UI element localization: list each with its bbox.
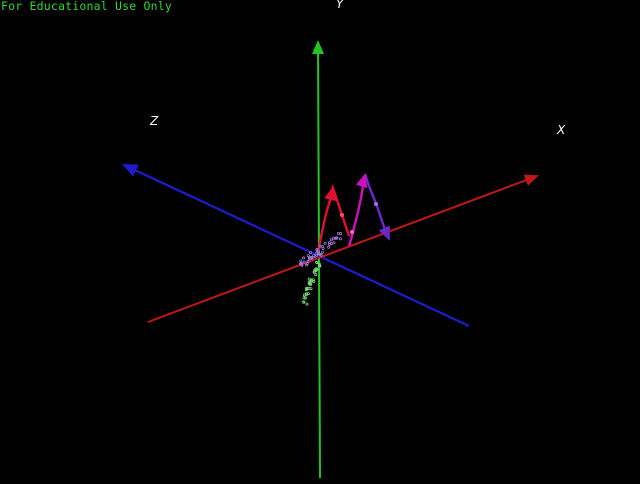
scatter-point: [299, 259, 303, 263]
curve-marker: [350, 230, 354, 234]
scatter-point: [312, 279, 316, 283]
z-axis-line: [122, 164, 470, 327]
scatter-point: [302, 300, 306, 304]
curve-marker: [340, 213, 344, 217]
y-axis-line: [312, 40, 325, 479]
scatter-point: [312, 270, 316, 274]
point-cluster: [298, 231, 343, 306]
scatter-point: [309, 287, 313, 291]
scatter-point: [307, 257, 311, 261]
scatter-point: [327, 242, 331, 246]
scatter-point: [301, 256, 305, 260]
scatter-point: [315, 261, 319, 265]
scatter-point: [330, 241, 334, 245]
scatter-point: [332, 236, 336, 240]
scatter-point: [310, 255, 314, 259]
scatter-point: [329, 238, 333, 242]
magenta-curve: [347, 175, 368, 247]
scatter-point: [305, 302, 309, 306]
scatter-point: [304, 263, 308, 267]
red-peak-curve: [316, 183, 351, 253]
scatter-point: [320, 250, 324, 254]
scatter-point: [303, 296, 307, 300]
scatter-point: [306, 292, 310, 296]
scatter-point: [321, 246, 325, 250]
scatter-point: [318, 244, 322, 248]
scatter-point: [309, 278, 313, 282]
y-axis-label: Y: [336, 0, 345, 11]
scatter-point: [314, 273, 318, 277]
scatter-point: [317, 262, 321, 266]
scatter-point: [307, 281, 311, 285]
violet-curve: [363, 173, 390, 239]
scatter-point: [315, 267, 319, 271]
scatter-point: [302, 296, 306, 300]
scatter-point: [333, 236, 337, 240]
scatter-point: [305, 286, 309, 290]
scatter-point: [335, 236, 339, 240]
watermark-text: For Educational Use Only: [1, 0, 172, 13]
curve-marker: [374, 202, 378, 206]
scatter-point: [312, 254, 316, 258]
z-axis-label: Z: [149, 114, 159, 128]
scatter-point: [308, 251, 312, 255]
x-axis-line: [147, 174, 539, 323]
scatter-point: [302, 293, 306, 297]
scatter-point: [315, 248, 319, 252]
scatter-point: [323, 241, 327, 245]
red-arrowhead: [324, 186, 336, 202]
scatter-point: [338, 237, 342, 241]
x-axis-label: X: [556, 123, 566, 137]
scatter-point: [316, 250, 320, 254]
scatter-point: [306, 254, 310, 258]
magenta-arrowhead: [355, 173, 368, 189]
curve-group: [316, 173, 390, 253]
violet-arrowhead: [378, 225, 390, 241]
scatter-point: [336, 231, 340, 235]
scatter-point: [299, 261, 303, 265]
scatter-point: [302, 260, 306, 264]
scatter-point: [327, 245, 331, 249]
scatter-point: [332, 241, 336, 245]
